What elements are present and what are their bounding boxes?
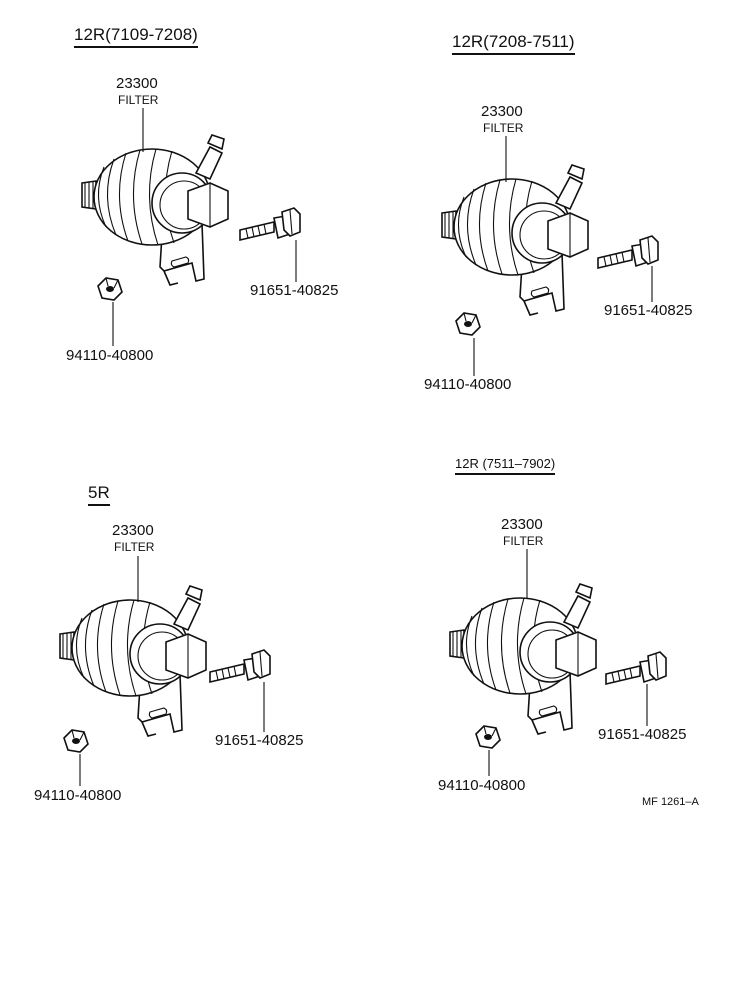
- figure-code: MF 1261–A: [642, 796, 699, 808]
- panel-1-filter-name: FILTER: [118, 93, 159, 107]
- panel-4-filter-name: FILTER: [503, 534, 544, 548]
- panel-2-filter-assembly: [441, 164, 589, 316]
- panel-1-banjo-bolt: [239, 207, 301, 241]
- panel-4-bolt-part-number: 91651-40825: [598, 726, 687, 743]
- panel-3-header: 5R: [88, 484, 110, 506]
- panel-1-filter-part-number: 23300: [116, 75, 158, 92]
- panel-1-hex-nut: [97, 277, 123, 301]
- panel-4-banjo-bolt: [605, 651, 667, 685]
- panel-3-filter-assembly: [59, 585, 207, 737]
- panel-2-banjo-bolt: [597, 235, 659, 269]
- panel-4-filter-assembly: [449, 583, 597, 735]
- panel-3-nut-part-number: 94110-40800: [34, 787, 122, 804]
- panel-1-filter-assembly: [81, 134, 229, 286]
- panel-4-hex-nut: [475, 725, 501, 749]
- panel-2-nut-part-number: 94110-40800: [424, 376, 512, 393]
- panel-1-nut-part-number: 94110-40800: [66, 347, 154, 364]
- panel-4-filter-part-number: 23300: [501, 516, 543, 533]
- panel-2-header: 12R(7208-7511): [452, 33, 575, 55]
- panel-4-header: 12R (7511–7902): [455, 457, 556, 475]
- panel-3-filter-part-number: 23300: [112, 522, 154, 539]
- panel-3-hex-nut: [63, 729, 89, 753]
- panel-3-banjo-bolt: [209, 649, 271, 683]
- panel-2-bolt-part-number: 91651-40825: [604, 302, 693, 319]
- panel-2-filter-name: FILTER: [483, 121, 524, 135]
- panel-1-bolt-part-number: 91651-40825: [250, 282, 339, 299]
- panel-3-bolt-part-number: 91651-40825: [215, 732, 304, 749]
- panel-4-nut-part-number: 94110-40800: [438, 777, 526, 794]
- panel-1-header: 12R(7109-7208): [74, 26, 198, 48]
- panel-3-filter-name: FILTER: [114, 540, 155, 554]
- panel-2-hex-nut: [455, 312, 481, 336]
- panel-2-filter-part-number: 23300: [481, 103, 523, 120]
